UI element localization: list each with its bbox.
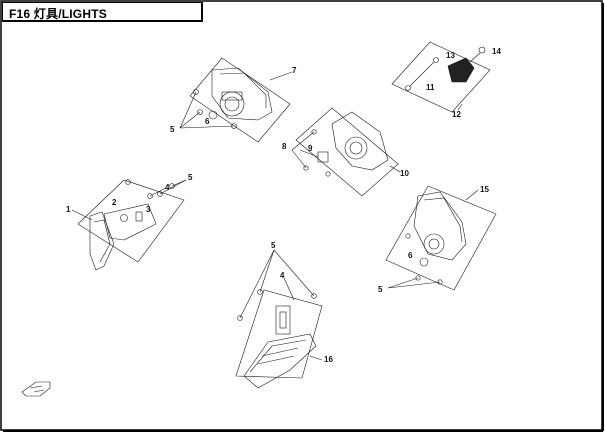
callout-8: 8 <box>282 142 287 151</box>
headlight-assembly-upper <box>179 57 293 143</box>
callout-5-lower: 5 <box>271 241 276 250</box>
headlight-housing-7 <box>211 67 273 121</box>
callout-5-right: 5 <box>378 285 383 294</box>
group-10-outline <box>295 107 399 197</box>
bulb-9 <box>317 151 329 163</box>
turn-signal-rear <box>235 249 323 389</box>
housing-1 <box>103 203 157 241</box>
callout-6-upper: 6 <box>205 117 210 126</box>
socket-3 <box>135 211 143 222</box>
title-box: F16 灯具/LIGHTS <box>2 2 203 22</box>
callout-5-upper: 5 <box>170 125 175 134</box>
headlight-assembly-center <box>291 107 401 197</box>
callout-5-left: 5 <box>188 173 193 182</box>
callout-12: 12 <box>452 110 461 119</box>
headlight-assembly-right <box>385 185 497 291</box>
reflector-15 <box>423 233 445 255</box>
license-light-assembly <box>391 41 491 113</box>
callout-4-lower: 4 <box>280 271 285 280</box>
callout-13: 13 <box>446 51 455 60</box>
lens-16 <box>243 333 317 389</box>
screw-14 <box>478 46 486 54</box>
group-12-outline <box>391 41 491 113</box>
group-7-outline <box>189 57 291 143</box>
license-lamp-14 <box>447 57 475 83</box>
callout-10: 10 <box>400 169 409 178</box>
headlight-reflector-7 <box>219 91 245 117</box>
callout-4-left: 4 <box>165 183 170 192</box>
screw-5a <box>193 89 199 95</box>
headlight-housing-10 <box>331 111 389 171</box>
bulb-6b <box>419 257 429 267</box>
headlight-reflector-10 <box>344 136 368 160</box>
front-direction-icon <box>21 381 51 397</box>
callout-11: 11 <box>426 83 435 92</box>
group-15-outline <box>385 185 497 291</box>
turn-signal-front-left <box>71 179 187 271</box>
callout-15: 15 <box>480 185 489 194</box>
housing-15 <box>413 191 467 261</box>
callout-1: 1 <box>66 205 71 214</box>
diagram-title: F16 灯具/LIGHTS <box>9 7 107 21</box>
callout-7: 7 <box>292 66 297 75</box>
bulb-holder-3 <box>275 305 291 335</box>
lens-1 <box>89 211 115 271</box>
callout-2: 2 <box>112 198 117 207</box>
group-16-outline <box>235 289 323 379</box>
callout-6-right: 6 <box>408 251 413 260</box>
wire-11 <box>409 61 435 87</box>
bulb-6a <box>208 110 218 120</box>
bulb-2 <box>120 214 128 222</box>
callout-9: 9 <box>308 144 313 153</box>
callout-16: 16 <box>324 355 333 364</box>
group-1-outline <box>77 179 185 263</box>
callout-14: 14 <box>492 47 501 56</box>
callout-3-left: 3 <box>146 205 151 214</box>
